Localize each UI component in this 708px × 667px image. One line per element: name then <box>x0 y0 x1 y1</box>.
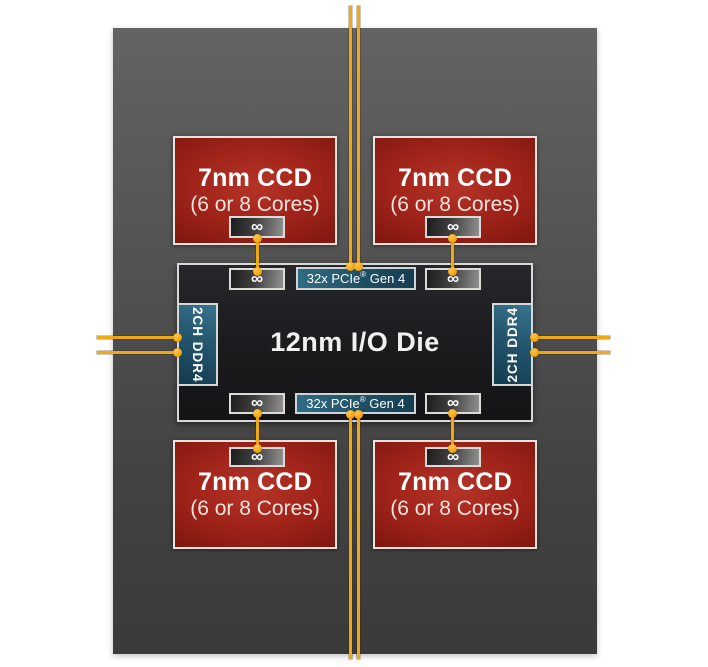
memory-trace-line <box>532 351 610 354</box>
link-node-dot <box>354 410 363 419</box>
ccd-subtitle: (6 or 8 Cores) <box>190 497 320 520</box>
ccd-title: 7nm CCD <box>398 468 512 496</box>
link-node-dot <box>346 262 355 271</box>
infinity-link-line <box>256 238 259 272</box>
link-node-dot <box>530 333 539 342</box>
pcie-label-suffix: Gen 4 <box>366 271 406 286</box>
ccd-label: 7nm CCD (6 or 8 Cores) <box>175 468 335 521</box>
ccd-label: 7nm CCD (6 or 8 Cores) <box>375 164 535 217</box>
memory-trace-line <box>97 351 178 354</box>
pcie-trace-line <box>349 415 352 659</box>
link-node-dot <box>448 234 457 243</box>
ddr4-label: 2CH DDR4 <box>190 306 205 383</box>
link-node-dot <box>253 267 262 276</box>
ccd-label: 7nm CCD (6 or 8 Cores) <box>175 164 335 217</box>
ccd-subtitle: (6 or 8 Cores) <box>190 193 320 216</box>
ccd-label: 7nm CCD (6 or 8 Cores) <box>375 468 535 521</box>
link-node-dot <box>253 444 262 453</box>
link-node-dot <box>448 409 457 418</box>
pcie-label-suffix: Gen 4 <box>365 396 405 411</box>
ccd-title: 7nm CCD <box>198 468 312 496</box>
link-node-dot <box>253 234 262 243</box>
link-node-dot <box>253 409 262 418</box>
link-node-dot <box>354 262 363 271</box>
registered-trademark-symbol: ® <box>360 269 367 279</box>
infinity-fabric-icon: ∞ <box>229 216 285 238</box>
infinity-fabric-icon: ∞ <box>229 393 285 414</box>
pcie-trace-line <box>349 6 352 266</box>
ddr4-block-right: 2CH DDR4 <box>492 303 533 386</box>
link-node-dot <box>173 348 182 357</box>
link-node-dot <box>346 410 355 419</box>
ccd-title: 7nm CCD <box>198 164 312 192</box>
io-die-label: 12nm I/O Die <box>270 327 440 357</box>
infinity-link-line <box>451 413 454 449</box>
link-node-dot <box>530 348 539 357</box>
ddr4-label: 2CH DDR4 <box>505 306 520 383</box>
registered-trademark-symbol: ® <box>359 394 366 404</box>
pcie-label: 32x PCIe <box>306 271 361 286</box>
pcie-trace-line <box>357 6 360 266</box>
ccd-subtitle: (6 or 8 Cores) <box>390 497 520 520</box>
link-node-dot <box>173 333 182 342</box>
memory-trace-line <box>532 336 610 339</box>
pcie-block-top: 32x PCIe® Gen 4 <box>296 267 416 290</box>
infinity-link-line <box>256 413 259 449</box>
link-node-dot <box>448 267 457 276</box>
ccd-title: 7nm CCD <box>398 164 512 192</box>
ccd-subtitle: (6 or 8 Cores) <box>390 193 520 216</box>
memory-trace-line <box>97 336 178 339</box>
link-node-dot <box>448 444 457 453</box>
ccd-top-left: 7nm CCD (6 or 8 Cores) <box>173 136 337 245</box>
ccd-bottom-left: 7nm CCD (6 or 8 Cores) <box>173 440 337 549</box>
ddr4-block-left: 2CH DDR4 <box>177 303 218 386</box>
infinity-link-line <box>451 238 454 272</box>
pcie-label: 32x PCIe <box>306 396 360 411</box>
pcie-trace-line <box>357 415 360 659</box>
